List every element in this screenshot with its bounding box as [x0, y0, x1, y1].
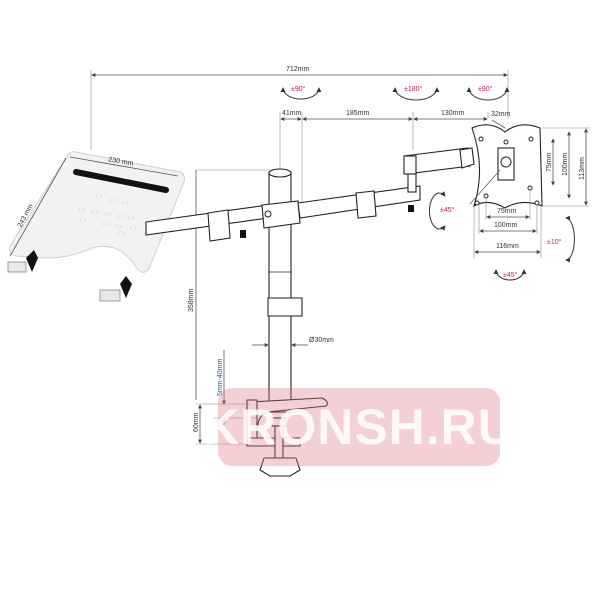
- arm-segment-2-label: 185mm: [346, 110, 370, 117]
- vesa-h-large-label: 100mm: [494, 222, 518, 229]
- arm-segment-1-label: 41mm: [282, 110, 302, 117]
- desk-thickness-label: 5mm-40mm: [217, 358, 224, 396]
- rotation-swivel-bottom-label: ±45°: [503, 271, 518, 279]
- rotation-head-joint-label: ±90°: [478, 85, 493, 93]
- tray-width-label: 230 mm: [108, 156, 134, 167]
- rotation-tilt-side-label: ±45°: [440, 206, 455, 214]
- pole-height-label: 358mm: [188, 288, 195, 312]
- pole-diameter-label: Ø30mm: [309, 337, 334, 344]
- right-arm: [297, 147, 475, 219]
- pole: Ø30mm: [252, 168, 334, 413]
- arm-segment-3-label: 130mm: [441, 110, 465, 117]
- rotation-tilt-vertical-label: ±10°: [547, 238, 562, 246]
- desk-clamp: 60mm 5mm-40mm: [193, 350, 328, 477]
- rotation-pole-joint-label: ±90°: [291, 85, 306, 93]
- vesa-horizontal-dimensions: 75mm 100mm 116mm: [473, 190, 542, 258]
- left-arm: [145, 204, 269, 242]
- rotation-pole-joint: ±90°: [280, 85, 322, 100]
- rotation-swivel-bottom: ±45°: [493, 269, 527, 281]
- overall-width-dimension: 712mm: [90, 66, 509, 150]
- plate-height-label: 113mm: [579, 157, 586, 180]
- vesa-h-small-label: 75mm: [497, 208, 517, 215]
- laptop-tray: 230 mm 243 mm: [7, 151, 185, 302]
- watermark-background: [218, 388, 500, 466]
- overall-width-label: 712mm: [286, 66, 310, 73]
- plate-width-label: 116mm: [496, 243, 519, 250]
- vesa-plate: [469, 124, 543, 209]
- rotation-head-joint: ±90°: [466, 85, 510, 101]
- rotation-tilt-side: ±45°: [428, 191, 455, 231]
- rotation-arm-joint: ±180°: [392, 85, 440, 101]
- vesa-offset-label: 32mm: [491, 111, 511, 118]
- vesa-vertical-dimensions: 75mm 100mm 113mm: [542, 127, 590, 207]
- rotation-tilt-vertical: ±10°: [547, 215, 575, 263]
- pole-height-dimension: 358mm: [188, 169, 270, 400]
- clamp-height-label: 60mm: [193, 412, 200, 432]
- rotation-arm-joint-label: ±180°: [404, 85, 423, 93]
- watermark-text: KRONSH.RU: [203, 399, 515, 455]
- arm-segment-dimensions: 41mm 185mm 130mm 32mm: [279, 110, 511, 205]
- vesa-v-large-label: 100mm: [562, 152, 569, 176]
- vesa-v-small-label: 75mm: [546, 152, 553, 172]
- tray-vent-holes: [78, 194, 137, 235]
